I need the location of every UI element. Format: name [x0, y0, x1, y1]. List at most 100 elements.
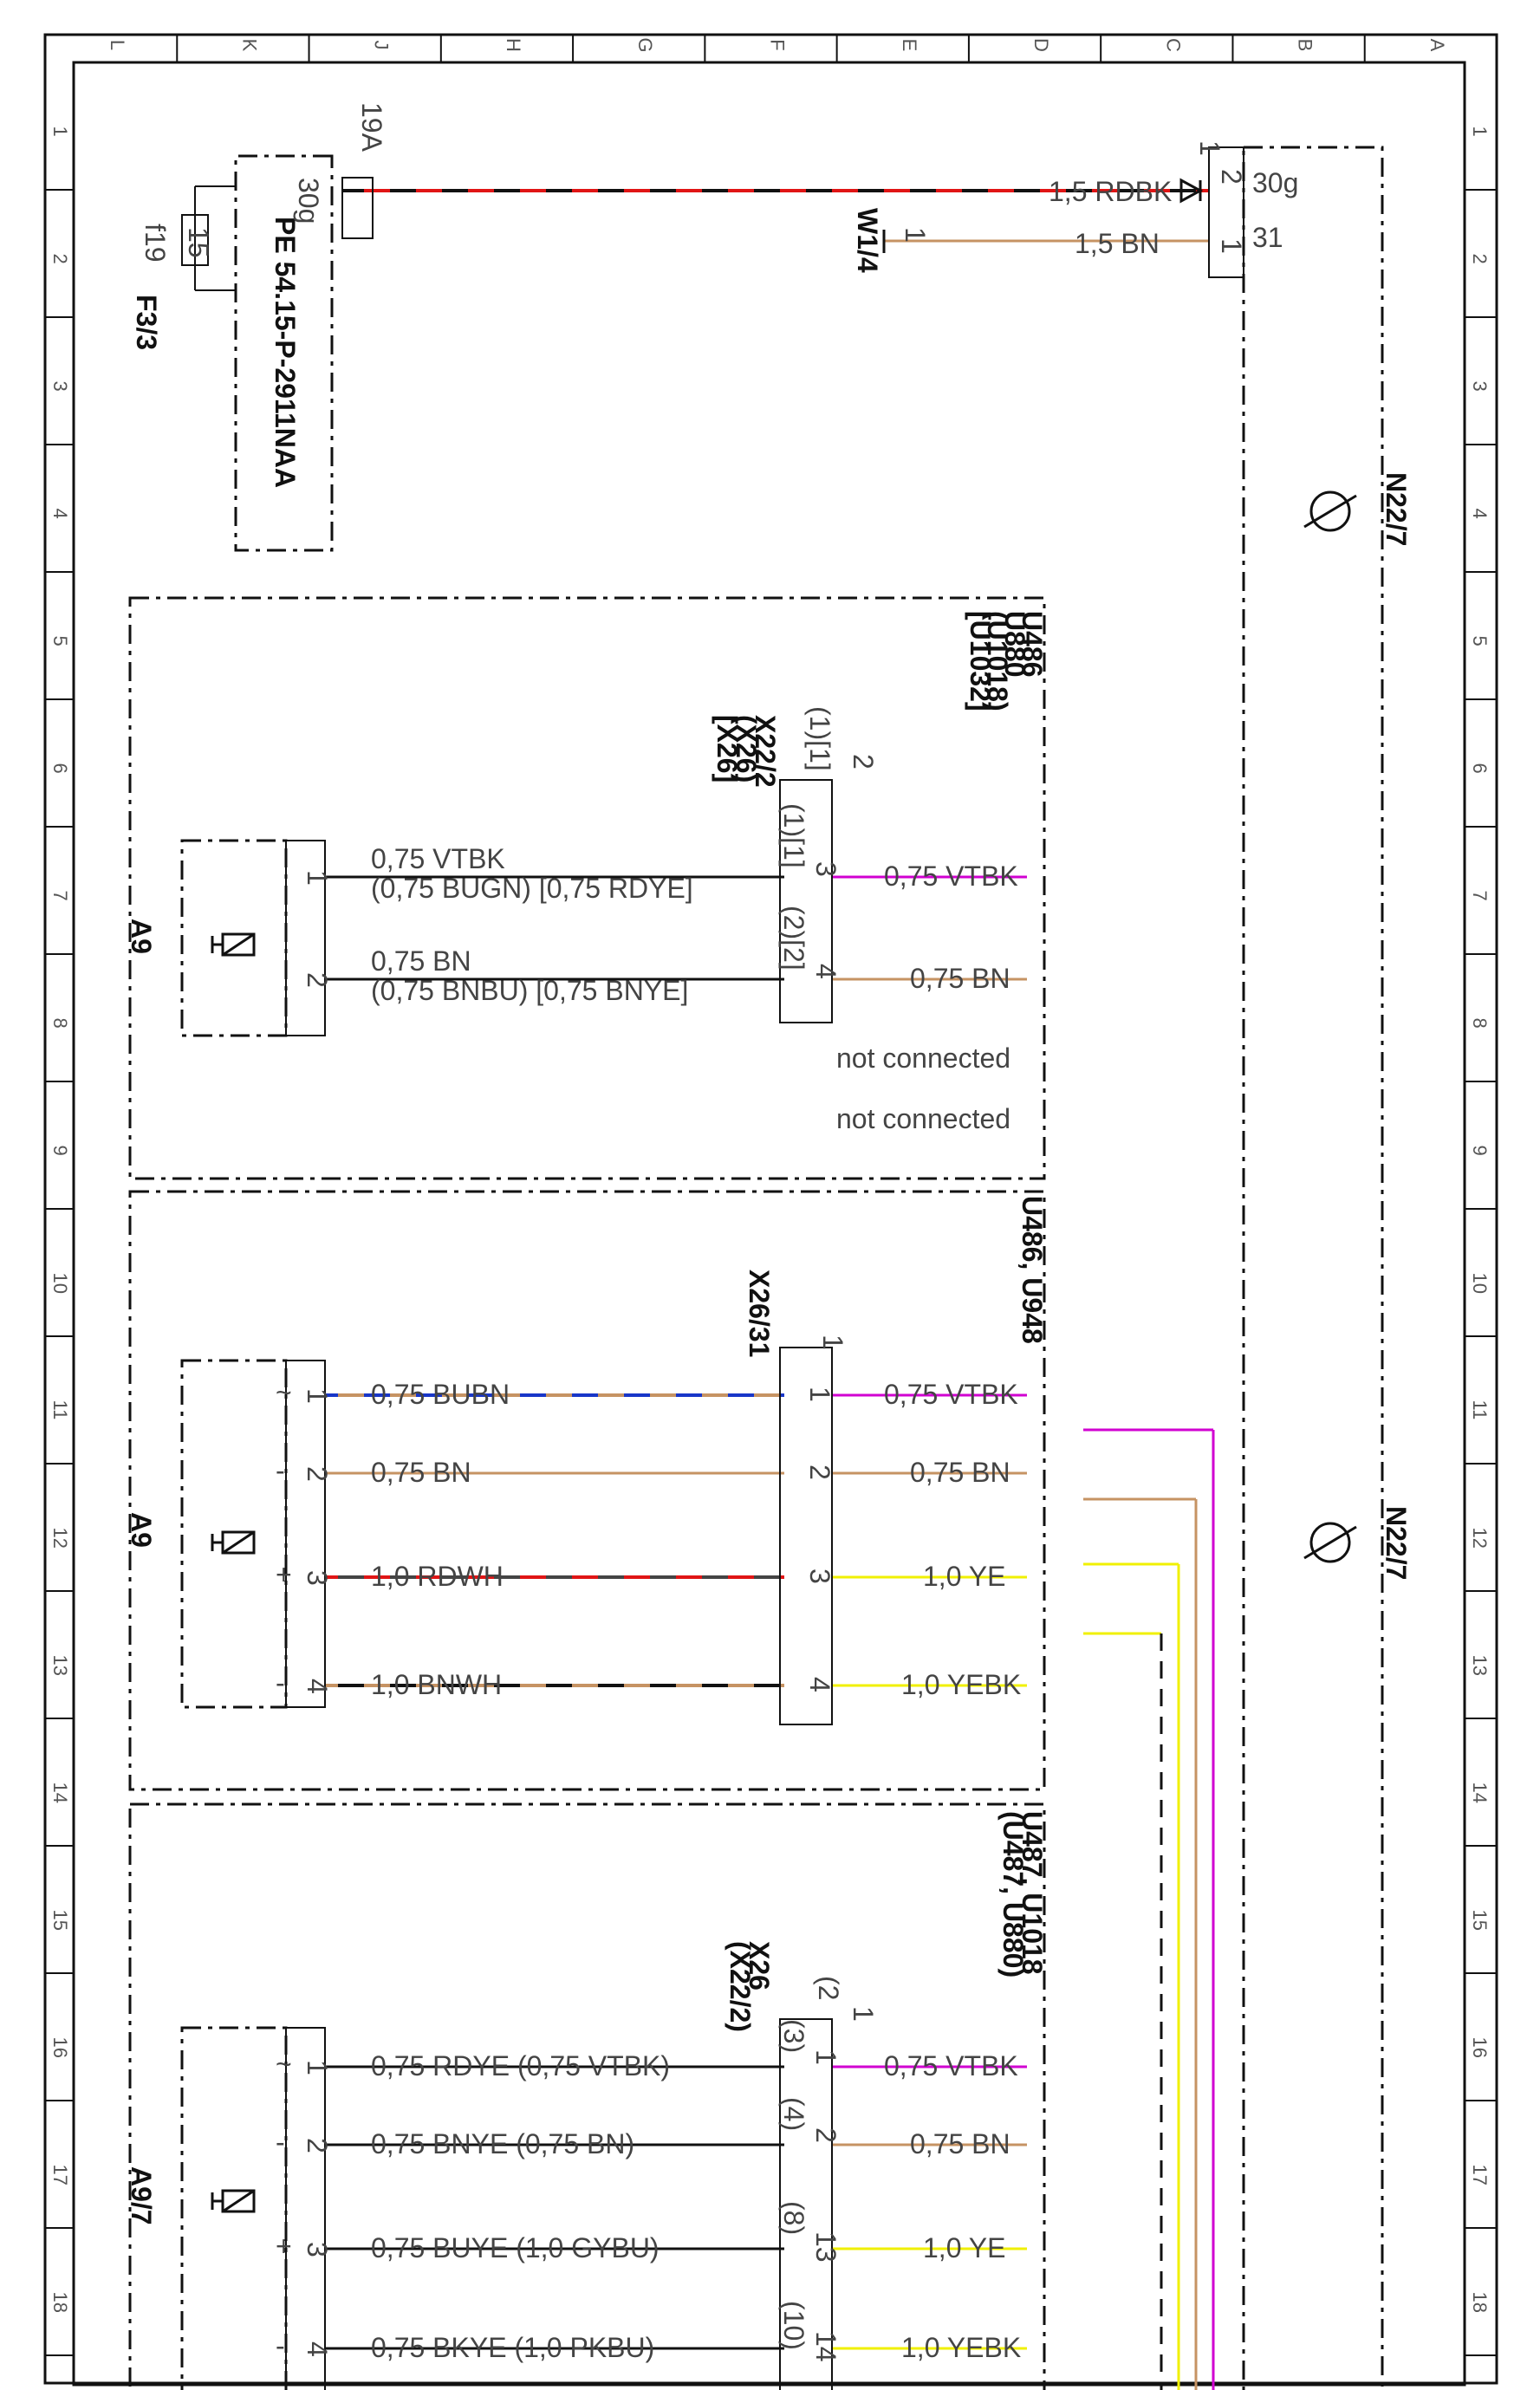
pin-number: 4	[302, 2341, 333, 2357]
a9-box-2	[180, 1359, 288, 1709]
option-code: (U487, U880)	[997, 1811, 1029, 1978]
grid-column-label: C	[1162, 38, 1184, 52]
component-boxes	[128, 146, 1384, 2390]
not-connected-label: not connected	[836, 1042, 1010, 1074]
wire-label: 0,75 BUBN	[371, 1379, 510, 1410]
pin-number: 1	[900, 227, 931, 243]
pin-number: 3	[302, 1570, 333, 1586]
grid-column-label: A	[1426, 39, 1448, 52]
grid-row-label: 4	[49, 509, 71, 519]
pin-number: 4	[302, 1679, 333, 1694]
pin-number: 4	[810, 964, 841, 979]
grid-row-label: 18	[1469, 2292, 1491, 2313]
component-id-a9: A9	[126, 1512, 157, 1548]
grid-row-label: 2	[1469, 254, 1491, 264]
pin-number: 2	[804, 1465, 835, 1480]
grid-row-label: 3	[1469, 381, 1491, 392]
pin-number: 1	[804, 1387, 835, 1402]
wire-label-rdbk: 1,5 RDBK	[1049, 176, 1172, 207]
pin-number: 3	[302, 2242, 333, 2257]
grid-row-label: 17	[1469, 2165, 1491, 2185]
section2-box	[128, 1190, 1046, 1791]
connector-pin: (10)	[778, 2301, 809, 2350]
pin-number: 1	[810, 2049, 841, 2065]
grid-column-label: D	[1030, 38, 1052, 52]
grid-row-label: 7	[49, 891, 71, 901]
wire-label: 0,75 VTBK	[884, 1379, 1018, 1410]
component-id-n22-7: N22/7	[1381, 472, 1412, 546]
connector-id: (X22/2)	[725, 1941, 756, 2032]
grid-row-label: 9	[49, 1146, 71, 1156]
connector-pin: (2	[813, 1976, 844, 2000]
option-code: (U1018)	[982, 611, 1013, 711]
wire-left	[325, 1684, 784, 1687]
fuse-block-id: F3/3	[131, 295, 162, 350]
connector-id: X26/31	[744, 1270, 775, 1357]
wire-label: 0,75 BN	[910, 1457, 1010, 1488]
grid-row-label: 8	[1469, 1018, 1491, 1029]
pin-number: 2	[302, 972, 333, 988]
pin-number: 2	[810, 2127, 841, 2143]
pin-number: 1	[302, 1388, 333, 1404]
grid-row-label: 17	[49, 2165, 71, 2185]
pin-number: 1	[817, 1335, 848, 1350]
grid-row-label: 11	[49, 1400, 71, 1420]
section1-box	[128, 596, 1046, 1180]
grid-row-label: 5	[49, 636, 71, 646]
wire-label: 1,0 RDWH	[371, 1561, 504, 1592]
wire-label: 0,75 BNYE (0,75 BN)	[371, 2128, 634, 2159]
pin-number: 3	[804, 1568, 835, 1584]
connector-pin: (1)[1]	[778, 803, 809, 868]
wire-label: 1,0 BNWH	[371, 1669, 502, 1700]
wire-label: 0,75 VTBK	[884, 2050, 1018, 2082]
grid-row-label: 11	[1469, 1400, 1491, 1420]
grid-column-label: H	[503, 38, 524, 52]
not-connected-label: not connected	[836, 1103, 1010, 1134]
a9-7-box	[180, 2026, 288, 2390]
reference-pe: PE 54.15-P-2911NAA	[270, 217, 301, 488]
connector-bodies	[285, 146, 1244, 2390]
diode-icon	[1179, 178, 1204, 204]
n22-7-box	[1242, 146, 1384, 2390]
component-id-n22-7: N22/7	[1381, 1506, 1412, 1580]
pin-number: 14	[810, 2331, 841, 2362]
grid-column-label: G	[634, 37, 656, 52]
polarity-marker: -	[276, 2127, 285, 2158]
grid-row-label: 12	[49, 1528, 71, 1549]
section3-box	[128, 1802, 1046, 2390]
wire-left	[325, 1393, 784, 1397]
connector-id: (X26)	[731, 715, 762, 783]
wire-rdbk	[342, 189, 1209, 192]
option-code: U486	[1017, 611, 1048, 678]
wire-label: 1,0 YEBK	[901, 2332, 1021, 2363]
wire-label: 0,75 VTBK	[884, 861, 1018, 892]
polarity-marker: +	[276, 2231, 292, 2262]
grid-row-label: 5	[1469, 636, 1491, 646]
solenoid-icon	[211, 932, 256, 957]
wire-label-bn: 1,5 BN	[1075, 228, 1160, 259]
connector-pin: (4)	[778, 2097, 809, 2131]
grid-row-label: 14	[1469, 1783, 1491, 1803]
polarity-marker: ~	[276, 1377, 292, 1408]
grid-row-label: 12	[1469, 1528, 1491, 1549]
grid-row-label: 13	[1469, 1655, 1491, 1676]
polarity-marker: ~	[276, 2049, 292, 2080]
option-code: U487, U1018	[1017, 1811, 1048, 1975]
pin-number: 4	[804, 1677, 835, 1692]
fan-motor-icon-2	[1303, 1522, 1357, 1563]
grid-row-label: 14	[49, 1783, 71, 1803]
polarity-marker: -	[276, 1455, 285, 1486]
grid-column-label: K	[238, 39, 260, 52]
pin-number: 1	[302, 870, 333, 886]
solenoid-icon-2	[211, 1530, 256, 1555]
wire-label: (0,75 BNBU) [0,75 BNYE]	[371, 975, 688, 1006]
grid-column-label: L	[107, 40, 128, 50]
pin-number: 2	[848, 754, 879, 770]
grid-row-label: 6	[49, 763, 71, 774]
terminal-label: 30g	[1252, 167, 1298, 198]
option-code: U486, U948	[1017, 1196, 1048, 1344]
connector-id: X26	[744, 1941, 775, 1991]
grid-row-label: 7	[1469, 891, 1491, 901]
